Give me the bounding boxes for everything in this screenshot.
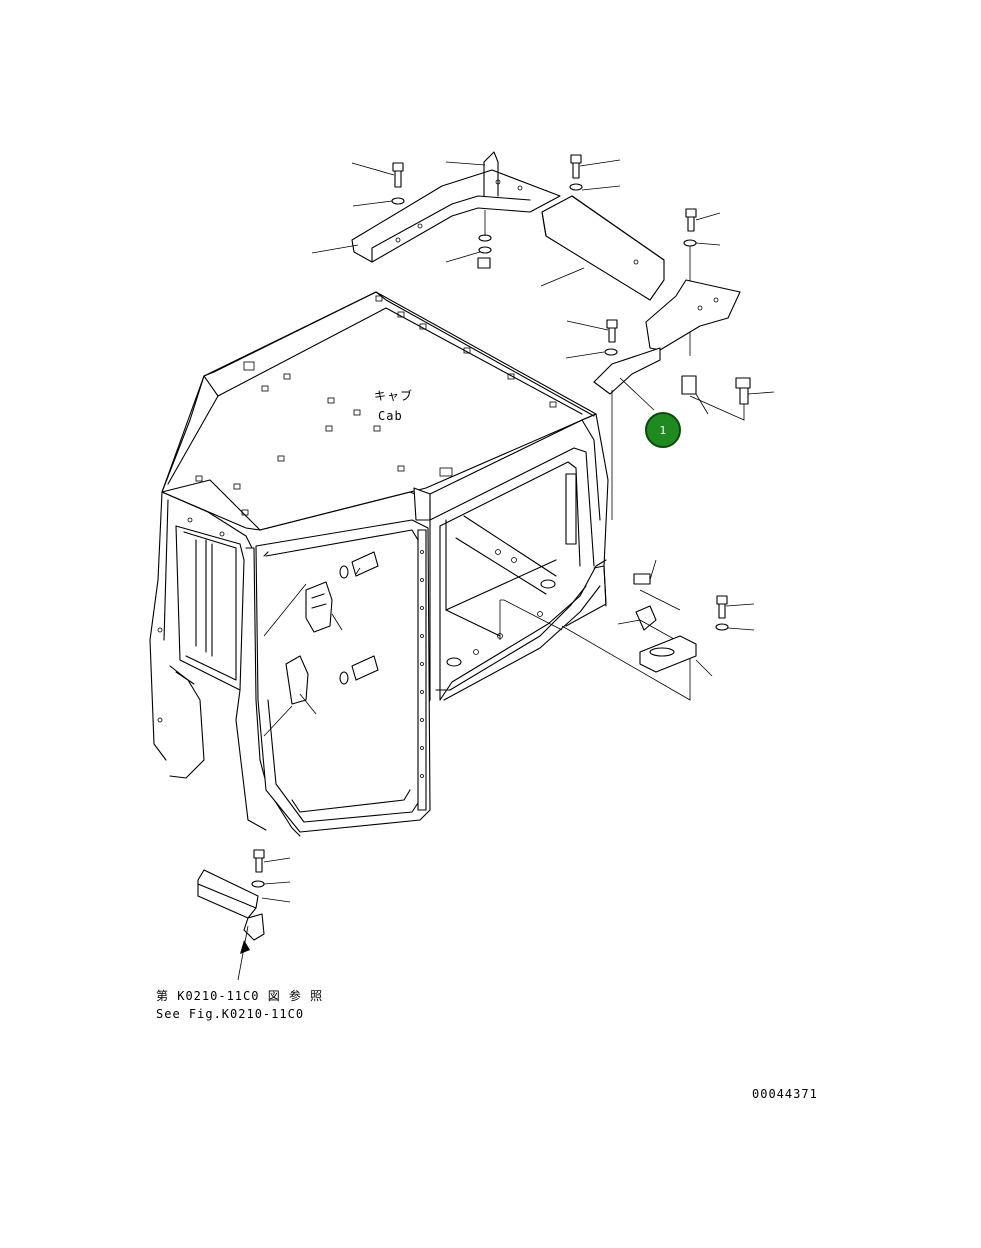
callout-1-label: 1 xyxy=(660,424,667,437)
cab-label-en: Cab xyxy=(378,409,403,423)
bolt-top-left xyxy=(311,162,405,254)
ref-jp: 第 K0210-11C0 図 参 照 xyxy=(156,988,323,1003)
drawing-number: 00044371 xyxy=(752,1087,818,1101)
callout-1[interactable]: 1 xyxy=(645,412,681,448)
top-right-cover xyxy=(540,154,665,301)
cab-label-jp: キャブ xyxy=(374,388,413,403)
door-bolts xyxy=(339,551,379,685)
cab-front-frame xyxy=(413,413,609,711)
hook-part xyxy=(445,151,499,269)
bolt-mid xyxy=(565,319,618,359)
cab-left-side xyxy=(149,491,301,837)
cab-roof: キャブ Cab xyxy=(161,291,597,531)
ref-en: See Fig.K0210-11C0 xyxy=(156,1007,304,1021)
right-small-parts xyxy=(499,559,755,701)
leader-callout-1 xyxy=(611,377,655,520)
reference-note: 第 K0210-11C0 図 参 照 See Fig.K0210-11C0 xyxy=(156,988,323,1021)
right-plate xyxy=(593,279,741,395)
bottom-bracket xyxy=(197,849,291,981)
top-left-bracket xyxy=(351,169,561,263)
small-block-right xyxy=(681,375,775,421)
